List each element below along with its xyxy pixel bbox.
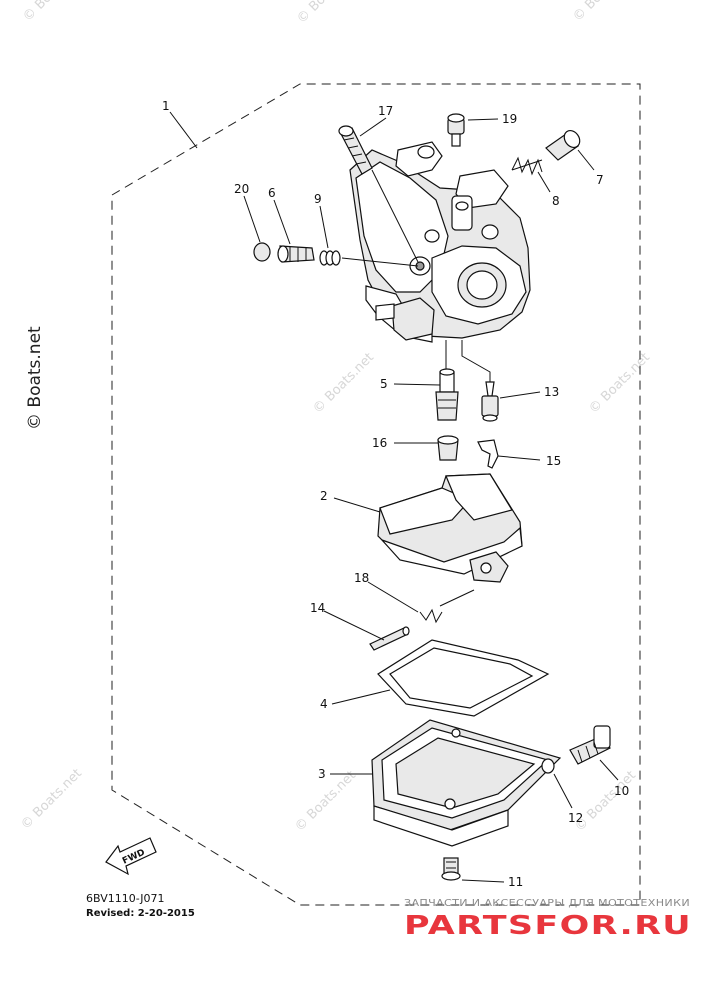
screw-19	[447, 113, 465, 147]
callout-4: 4	[320, 697, 328, 711]
watermark-tile: © Boats.net	[586, 350, 653, 417]
watermark-tile: © Boats.net	[294, 0, 361, 27]
callout-13: 13	[544, 385, 559, 399]
callout-8: 8	[552, 194, 560, 208]
clip-15	[477, 439, 499, 469]
callout-numbers: 1 17 19 7 8 20 6 9 5 13 16 15 2 18 14 4 …	[162, 99, 629, 889]
partsfor-logo: PARTSFOR.RU	[404, 911, 692, 941]
callout-6: 6	[268, 186, 276, 200]
callout-18: 18	[354, 571, 369, 585]
callout-14: 14	[310, 601, 325, 615]
cap-20	[253, 242, 271, 262]
watermark-tiles: © Boats.net © Boats.net © Boats.net © Bo…	[18, 0, 653, 835]
callout-leaders	[169, 111, 619, 883]
float-2	[377, 473, 523, 583]
spring-18	[419, 589, 475, 624]
axis-needle	[461, 340, 491, 382]
callout-9: 9	[314, 192, 322, 206]
callout-3: 3	[318, 767, 326, 781]
float-pin-14	[369, 626, 410, 651]
o-ring-12	[541, 758, 555, 774]
callout-19: 19	[502, 112, 517, 126]
callout-15: 15	[546, 454, 561, 468]
main-jet-16	[437, 435, 459, 461]
callout-11: 11	[508, 875, 523, 889]
screw-11	[441, 857, 461, 881]
callout-1: 1	[162, 99, 170, 113]
callout-2: 2	[320, 489, 328, 503]
callout-10: 10	[614, 784, 629, 798]
idle-screw-6	[277, 245, 315, 263]
assembly-boundary	[111, 83, 641, 906]
watermark-tile: © Boats.net	[18, 766, 85, 833]
pilot-screw-17	[338, 125, 373, 175]
callout-12: 12	[568, 811, 583, 825]
spring-9	[319, 250, 341, 266]
side-copyright: © Boats.net	[25, 326, 45, 430]
float-chamber-3	[371, 719, 562, 847]
callout-17: 17	[378, 104, 393, 118]
leader-17-body	[371, 169, 419, 263]
fwd-direction-arrow: FWD	[105, 837, 157, 876]
throttle-stop-screw-7	[545, 130, 581, 161]
callout-20: 20	[234, 182, 249, 196]
watermark-tile: © Boats.net	[20, 0, 87, 25]
carburetor-body	[349, 141, 531, 343]
gasket-4	[377, 639, 550, 717]
leader-9-body	[341, 257, 419, 267]
partsfor-watermark: ЗАПЧАСТИ И АКСЕССУАРЫ ДЛЯ МОТОТЕХНИКИ PA…	[404, 898, 692, 941]
revised-date: Revised: 2-20-2015	[86, 908, 195, 919]
callout-5: 5	[380, 377, 388, 391]
partsfor-tagline: ЗАПЧАСТИ И АКСЕССУАРЫ ДЛЯ МОТОТЕХНИКИ	[404, 898, 690, 909]
callout-16: 16	[372, 436, 387, 450]
watermark-tile: © Boats.net	[310, 350, 377, 417]
drain-screw-10	[569, 725, 611, 765]
needle-valve-13	[481, 381, 499, 422]
callout-7: 7	[596, 173, 604, 187]
watermark-tile: © Boats.net	[570, 0, 637, 25]
part-code: 6BV1110-J071	[86, 892, 165, 905]
spring-8	[511, 156, 543, 176]
main-nozzle-5	[435, 368, 459, 421]
